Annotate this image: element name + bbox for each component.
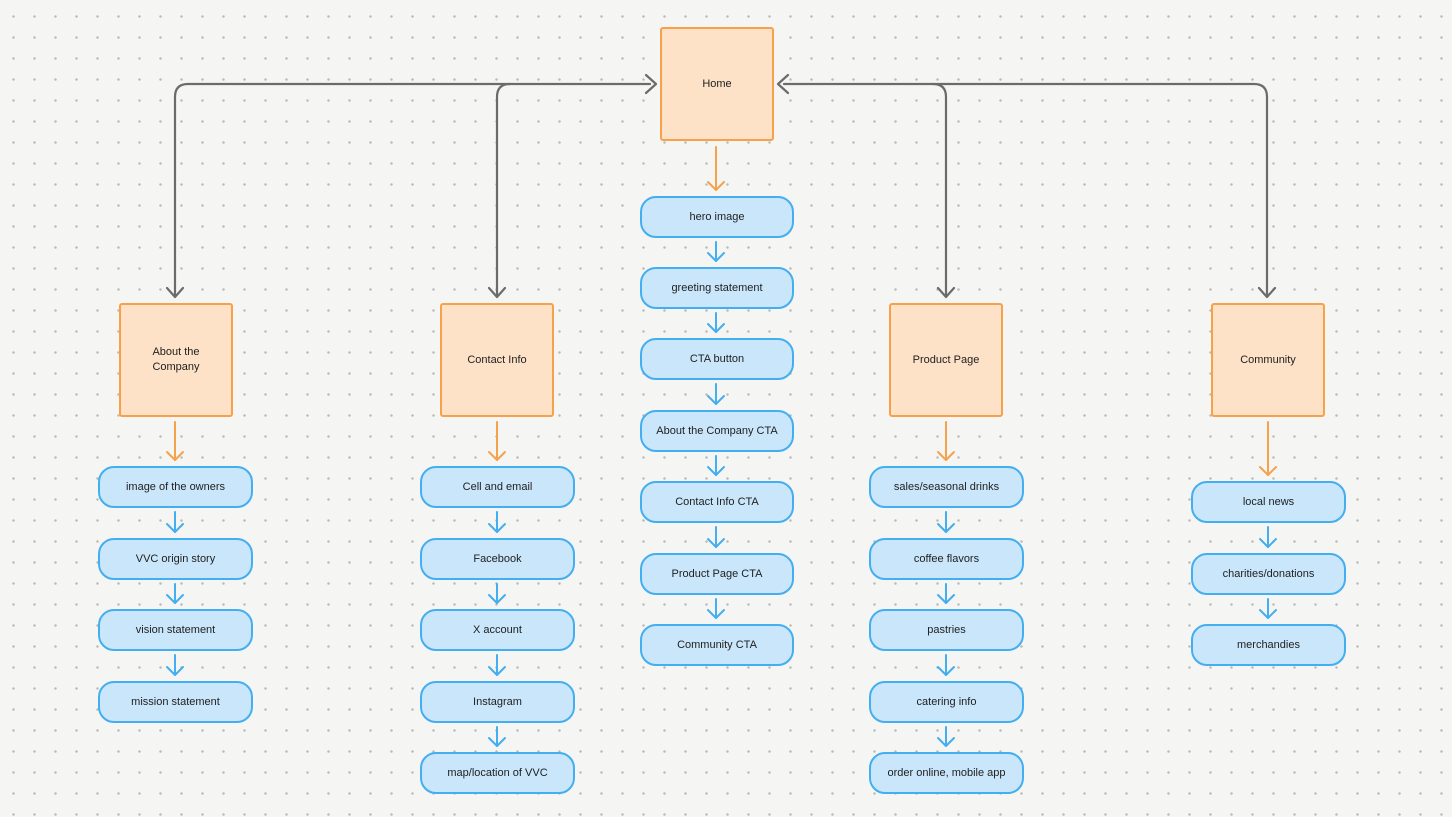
home-item-contact-cta[interactable]: Contact Info CTA — [640, 481, 794, 523]
arrow-contact-items-2-head — [488, 666, 506, 676]
nav-connector-about — [173, 82, 652, 298]
item-label: VVC origin story — [135, 552, 216, 565]
item-label: charities/donations — [1222, 567, 1315, 580]
community-item-merchandies[interactable]: merchandies — [1191, 624, 1346, 666]
arrow-about-items-0-head — [166, 523, 184, 533]
item-label: CTA button — [689, 352, 745, 365]
about-item-mission-statement[interactable]: mission statement — [98, 681, 253, 723]
arrow-home-items-1-head — [707, 323, 725, 333]
home-item-community-cta[interactable]: Community CTA — [640, 624, 794, 666]
community-item-local-news[interactable]: local news — [1191, 481, 1346, 523]
item-label: coffee flavors — [913, 552, 980, 565]
arrow-community-items-1-head — [1259, 609, 1277, 619]
item-label: sales/seasonal drinks — [893, 480, 1000, 493]
page-node-community[interactable]: Community — [1211, 303, 1325, 417]
item-label: vision statement — [135, 623, 216, 636]
item-label: hero image — [689, 210, 745, 223]
item-label: X account — [473, 623, 522, 636]
arrow-home-items-0-head — [707, 252, 725, 262]
item-label: Facebook — [473, 552, 522, 565]
contact-item-cell-and-email[interactable]: Cell and email — [420, 466, 575, 508]
contact-item-map-location[interactable]: map/location of VVC — [420, 752, 575, 794]
page-node-home[interactable]: Home — [660, 27, 774, 141]
home-item-hero-image[interactable]: hero image — [640, 196, 794, 238]
arrow-home-items-5-head — [707, 609, 725, 619]
page-node-contact-info[interactable]: Contact Info — [440, 303, 554, 417]
page-node-about-the-company[interactable]: About the Company — [119, 303, 233, 417]
page-node-label: Home — [702, 77, 732, 90]
arrow-contact-to-first-item-head — [488, 451, 506, 461]
arrow-home-items-4-head — [707, 538, 725, 548]
item-label: pastries — [927, 623, 966, 636]
contact-item-x-account[interactable]: X account — [420, 609, 575, 651]
nav-arrowhead-community — [1257, 286, 1277, 299]
page-node-label: Product Page — [912, 353, 980, 366]
arrow-product-to-first-item-head — [937, 451, 955, 461]
nav-connector-contact — [495, 82, 512, 298]
arrow-community-to-first-item-head — [1259, 466, 1277, 476]
arrow-product-items-0-head — [937, 523, 955, 533]
nav-arrowhead-about — [165, 286, 185, 299]
item-label: mission statement — [131, 695, 220, 708]
page-node-label: About the Company — [152, 346, 200, 373]
home-item-about-cta[interactable]: About the Company CTA — [640, 410, 794, 452]
home-item-cta-button[interactable]: CTA button — [640, 338, 794, 380]
about-item-image-of-owners[interactable]: image of the owners — [98, 466, 253, 508]
arrow-contact-items-3-head — [488, 737, 506, 747]
community-item-charities[interactable]: charities/donations — [1191, 553, 1346, 595]
product-item-seasonal-drinks[interactable]: sales/seasonal drinks — [869, 466, 1024, 508]
item-label: Product Page CTA — [671, 567, 763, 580]
page-node-label: Contact Info — [467, 353, 527, 366]
nav-arrowhead-home-right — [776, 73, 790, 95]
contact-item-instagram[interactable]: Instagram — [420, 681, 575, 723]
about-item-origin-story[interactable]: VVC origin story — [98, 538, 253, 580]
arrow-about-items-2-head — [166, 666, 184, 676]
nav-arrowhead-product — [936, 286, 956, 299]
item-label: catering info — [916, 695, 977, 708]
page-node-label: Community — [1240, 353, 1296, 366]
arrow-home-items-2-head — [707, 395, 725, 405]
arrow-contact-items-1-head — [488, 594, 506, 604]
item-label: greeting statement — [671, 281, 763, 294]
item-label: image of the owners — [125, 480, 226, 493]
home-item-greeting-statement[interactable]: greeting statement — [640, 267, 794, 309]
item-label: map/location of VVC — [447, 766, 548, 779]
item-label: merchandies — [1237, 638, 1300, 651]
item-label: local news — [1242, 495, 1295, 508]
item-label: About the Company CTA — [656, 424, 778, 437]
arrow-home-to-first-item-head — [707, 181, 725, 191]
arrow-about-to-first-item-head — [166, 451, 184, 461]
arrow-about-items-1-head — [166, 594, 184, 604]
nav-arrowhead-contact — [487, 286, 507, 299]
arrow-contact-items-0-head — [488, 523, 506, 533]
about-item-vision-statement[interactable]: vision statement — [98, 609, 253, 651]
product-item-coffee-flavors[interactable]: coffee flavors — [869, 538, 1024, 580]
arrow-home-items-3-head — [707, 466, 725, 476]
product-item-catering-info[interactable]: catering info — [869, 681, 1024, 723]
item-label: Contact Info CTA — [675, 495, 759, 508]
nav-connector-community — [782, 82, 1269, 298]
arrow-product-items-1-head — [937, 594, 955, 604]
arrow-community-items-0-head — [1259, 538, 1277, 548]
nav-arrowhead-home-left — [644, 73, 658, 95]
product-item-order-online[interactable]: order online, mobile app — [869, 752, 1024, 794]
item-label: order online, mobile app — [887, 766, 1006, 779]
item-label: Instagram — [473, 695, 522, 708]
item-label: Community CTA — [677, 638, 757, 651]
arrow-product-items-2-head — [937, 666, 955, 676]
contact-item-facebook[interactable]: Facebook — [420, 538, 575, 580]
item-label: Cell and email — [462, 480, 533, 493]
arrow-product-items-3-head — [937, 737, 955, 747]
page-node-product-page[interactable]: Product Page — [889, 303, 1003, 417]
nav-connector-product — [931, 82, 948, 298]
product-item-pastries[interactable]: pastries — [869, 609, 1024, 651]
home-item-product-cta[interactable]: Product Page CTA — [640, 553, 794, 595]
